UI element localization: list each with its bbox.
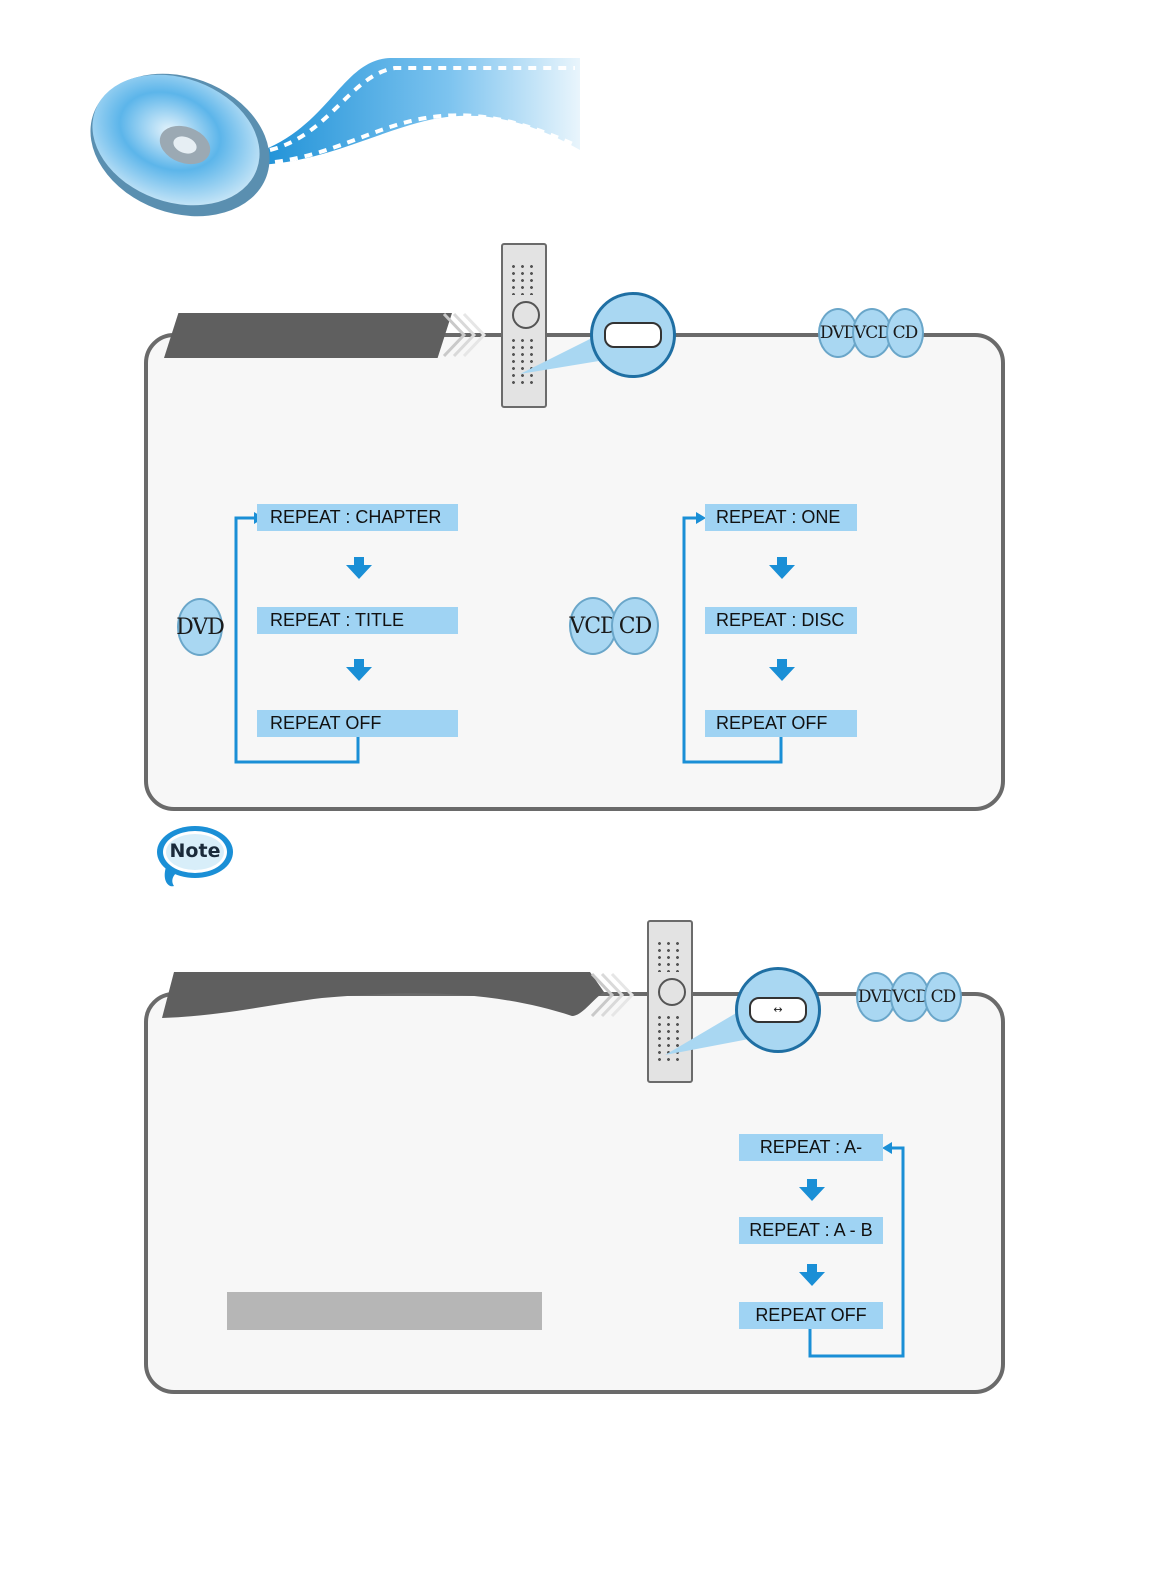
dvd-badge: DVD xyxy=(818,308,858,358)
step-repeat-disc: REPEAT : DISC xyxy=(705,607,857,634)
vcd-loop-line xyxy=(682,512,783,764)
section-tab-2 xyxy=(162,972,604,1018)
step-repeat-off-vcd: REPEAT OFF xyxy=(705,710,857,737)
repeat-button[interactable] xyxy=(604,322,662,348)
step-repeat-one: REPEAT : ONE xyxy=(705,504,857,531)
remote-control xyxy=(501,243,547,408)
step-repeat-off: REPEAT OFF xyxy=(257,710,458,737)
dvd-flow-badge: DVD xyxy=(176,598,225,656)
header-disc-graphic xyxy=(90,58,580,217)
vcd-badge-2: VCD xyxy=(890,972,930,1022)
arrow-down-icon xyxy=(346,557,372,579)
arrow-down-icon xyxy=(769,557,795,579)
arrow-down-icon xyxy=(799,1179,825,1201)
step-repeat-title: REPEAT : TITLE xyxy=(257,607,458,634)
dvd-badge-2: DVD xyxy=(856,972,896,1022)
vcd-flow-badge: VCD xyxy=(569,597,618,655)
section-tab xyxy=(164,313,452,358)
cd-badge: CD xyxy=(886,308,924,358)
arrow-down-icon xyxy=(346,659,372,681)
arrow-down-icon xyxy=(799,1264,825,1286)
tab-chevrons-2 xyxy=(590,972,635,1018)
repeat-ab-button-callout: ↔ xyxy=(735,967,821,1053)
repeat-button-callout xyxy=(590,292,676,378)
ab-loop-line xyxy=(808,1142,905,1358)
gray-bar xyxy=(227,1292,542,1330)
step-repeat-a: REPEAT : A- xyxy=(739,1134,883,1161)
repeat-panel xyxy=(144,333,1005,811)
tab-chevrons xyxy=(442,312,487,358)
step-repeat-a-b: REPEAT : A - B xyxy=(739,1217,883,1244)
note-label: Note xyxy=(169,840,221,862)
callout-beam xyxy=(520,334,605,374)
repeat-ab-button[interactable]: ↔ xyxy=(749,997,807,1023)
step-repeat-off-ab: REPEAT OFF xyxy=(739,1302,883,1329)
cd-badge-2: CD xyxy=(924,972,962,1022)
note-icon xyxy=(157,826,233,887)
callout-beam-2 xyxy=(665,1009,749,1055)
remote-control-2 xyxy=(647,920,693,1083)
arrow-down-icon xyxy=(769,659,795,681)
step-repeat-chapter: REPEAT : CHAPTER xyxy=(257,504,458,531)
cd-flow-badge: CD xyxy=(611,597,659,655)
